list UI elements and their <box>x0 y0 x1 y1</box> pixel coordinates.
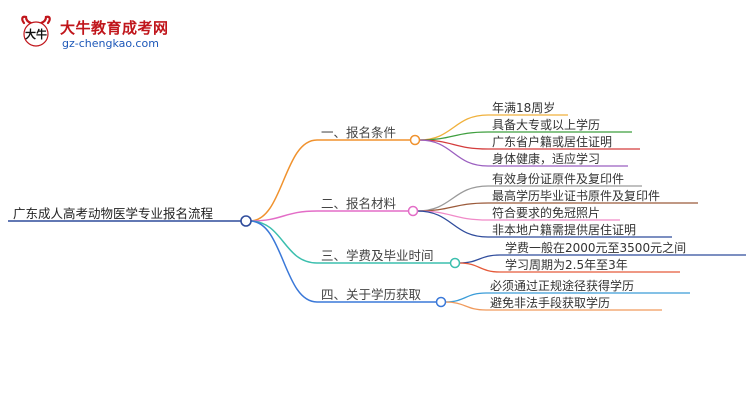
leaf-2-3: 符合要求的免冠照片 <box>492 206 600 220</box>
leaf-3-1-connector <box>458 254 501 264</box>
leaf-1-3: 广东省户籍或居住证明 <box>492 135 612 149</box>
branch-3-label: 三、学费及毕业时间 <box>321 248 434 263</box>
leaf-3-2: 学习周期为2.5年至3年 <box>505 258 628 272</box>
branch-4-connector <box>249 220 318 303</box>
branch-3-connector <box>249 220 318 264</box>
leaf-label: 符合要求的免冠照片 <box>492 206 601 220</box>
leaf-2-4-connector <box>416 210 489 238</box>
logo-mark-text: 大牛 <box>25 27 47 41</box>
leaf-2-1: 有效身份证原件及复印件 <box>492 172 624 186</box>
leaf-1-1: 年满18周岁 <box>492 101 555 115</box>
leaf-label: 非本地户籍需提供居住证明 <box>492 223 637 237</box>
leaf-2-4: 非本地户籍需提供居住证明 <box>492 223 636 237</box>
root-node: 广东成人高考动物医学专业报名流程 <box>13 207 213 221</box>
root-node-circle <box>240 215 252 227</box>
root-label: 广东成人高考动物医学专业报名流程 <box>13 206 214 221</box>
leaf-label: 学费一般在2000元至3500元之间 <box>505 241 687 255</box>
leaf-4-1: 必须通过正规途径获得学历 <box>490 279 634 293</box>
logo-url: gz-chengkao.com <box>62 37 159 50</box>
branch-2-node-circle <box>407 205 419 217</box>
leaf-4-2: 避免非法手段获取学历 <box>490 296 610 310</box>
branch-4-node-circle <box>435 296 447 308</box>
logo-title: 大牛教育成考网 <box>60 19 169 37</box>
branch-1-node-circle <box>409 134 421 146</box>
branch-2-connector <box>249 210 318 222</box>
branch-1-connector <box>249 139 318 222</box>
site-logo[interactable]: 大牛 大牛教育成考网 gz-chengkao.com <box>18 14 168 60</box>
branch-1-label: 一、报名条件 <box>321 125 397 140</box>
leaf-label: 年满18周岁 <box>492 101 556 115</box>
leaf-label: 必须通过正规途径获得学历 <box>490 279 635 293</box>
leaf-label: 广东省户籍或居住证明 <box>492 135 613 149</box>
branch-3: 三、学费及毕业时间 <box>321 249 434 263</box>
leaf-1-4-connector <box>418 139 489 167</box>
leaf-1-4: 身体健康，适应学习 <box>492 152 600 166</box>
branch-1: 一、报名条件 <box>321 126 396 140</box>
leaf-4-1-connector <box>444 292 487 303</box>
leaf-label: 最高学历毕业证书原件及复印件 <box>492 189 661 203</box>
branch-3-node-circle <box>449 257 461 269</box>
leaf-label: 身体健康，适应学习 <box>492 152 601 166</box>
leaf-2-2: 最高学历毕业证书原件及复印件 <box>492 189 660 203</box>
leaf-label: 有效身份证原件及复印件 <box>492 172 625 186</box>
branch-2-label: 二、报名材料 <box>321 196 397 211</box>
leaf-label: 学习周期为2.5年至3年 <box>505 258 628 272</box>
leaf-label: 具备大专或以上学历 <box>492 118 601 132</box>
branch-2: 二、报名材料 <box>321 197 396 211</box>
leaf-3-2-connector <box>458 262 501 273</box>
branch-4-label: 四、关于学历获取 <box>321 287 422 302</box>
leaf-1-2: 具备大专或以上学历 <box>492 118 600 132</box>
leaf-label: 避免非法手段获取学历 <box>490 296 611 310</box>
branch-4: 四、关于学历获取 <box>321 288 421 302</box>
leaf-4-2-connector <box>444 301 487 311</box>
bull-logo-icon: 大牛 <box>21 15 51 47</box>
leaf-3-1: 学费一般在2000元至3500元之间 <box>505 241 686 255</box>
